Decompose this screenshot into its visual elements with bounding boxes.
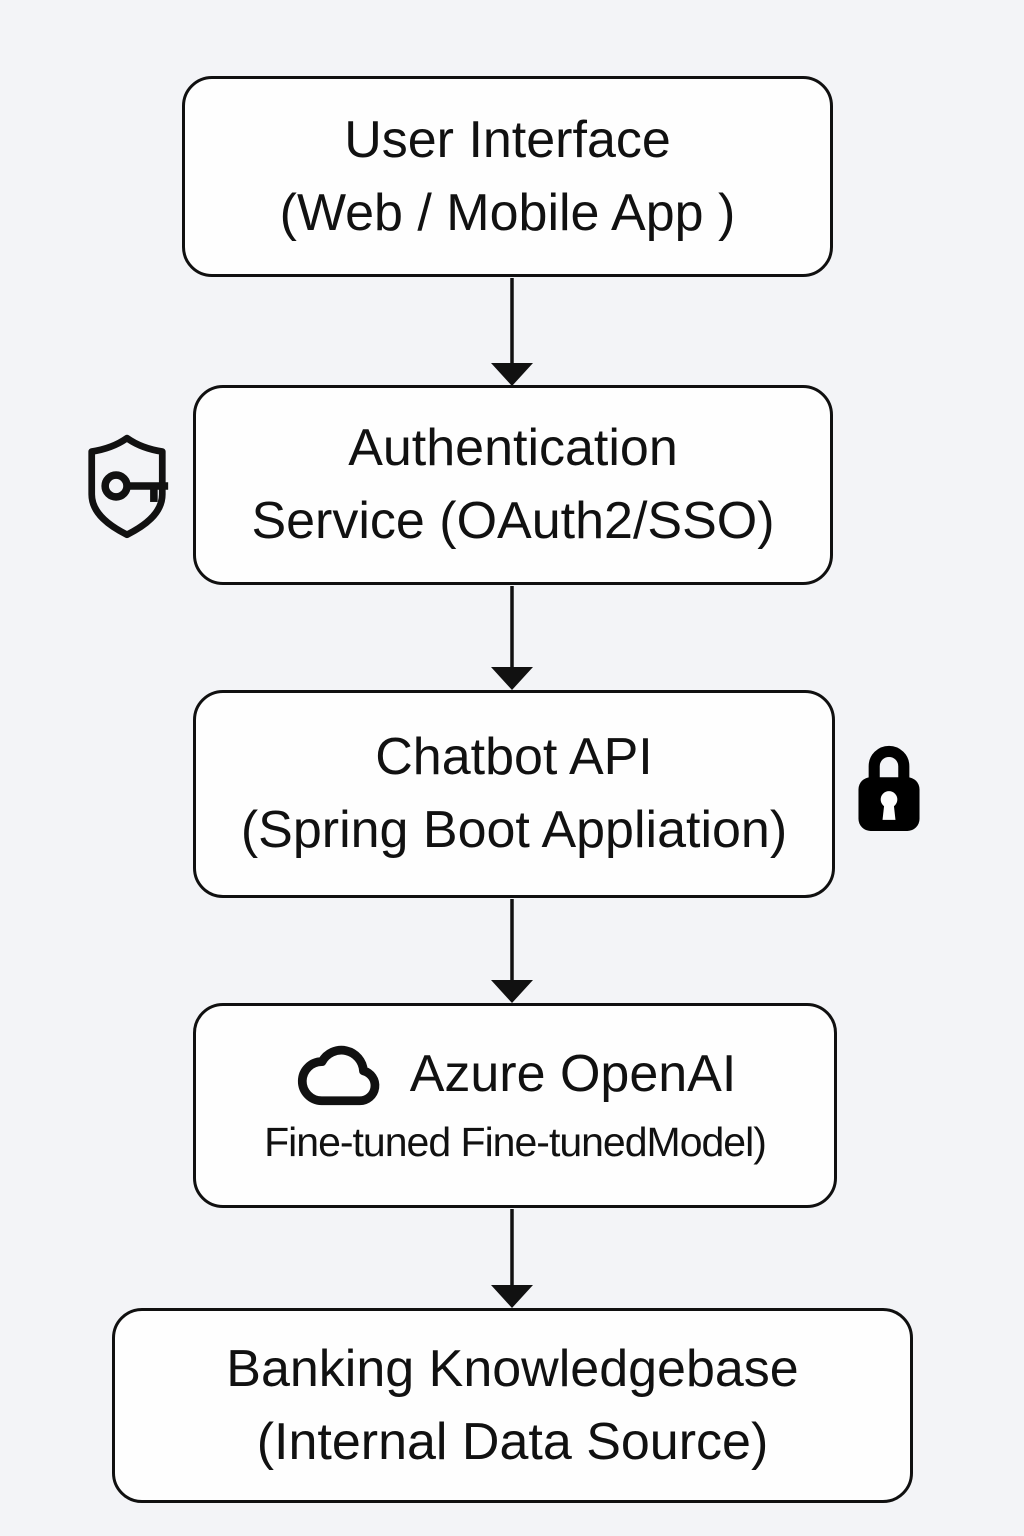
flow-arrow: [490, 586, 534, 690]
node-subtitle: Fine-tuned Fine-tunedModel): [264, 1119, 767, 1165]
node-title: Azure OpenAI: [409, 1045, 737, 1103]
node-subtitle: Service (OAuth2/SSO): [251, 492, 775, 550]
node-title: Banking Knowledgebase: [226, 1339, 799, 1398]
node-subtitle: (Spring Boot Appliation): [240, 801, 788, 859]
node-azure-openai: Azure OpenAI Fine-tuned Fine-tunedModel): [193, 1003, 837, 1208]
shield-key-icon: [85, 432, 169, 540]
node-banking-knowledgebase: Banking Knowledgebase (Internal Data Sou…: [112, 1308, 913, 1503]
flow-arrow: [490, 899, 534, 1003]
node-authentication-service: Authentication Service (OAuth2/SSO): [193, 385, 833, 585]
node-title: Chatbot API: [375, 728, 653, 786]
flow-arrow: [490, 278, 534, 386]
node-subtitle: (Internal Data Source): [256, 1412, 769, 1471]
cloud-icon: [294, 1039, 386, 1111]
node-title: Authentication: [348, 419, 678, 477]
flow-arrow: [490, 1209, 534, 1308]
node-subtitle: (Web / Mobile App ): [279, 183, 736, 242]
node-user-interface: User Interface (Web / Mobile App ): [182, 76, 833, 277]
node-title: User Interface: [344, 110, 671, 169]
node-title-row: Azure OpenAI: [294, 1038, 737, 1111]
node-chatbot-api: Chatbot API (Spring Boot Appliation): [193, 690, 835, 898]
lock-icon: [852, 738, 926, 836]
